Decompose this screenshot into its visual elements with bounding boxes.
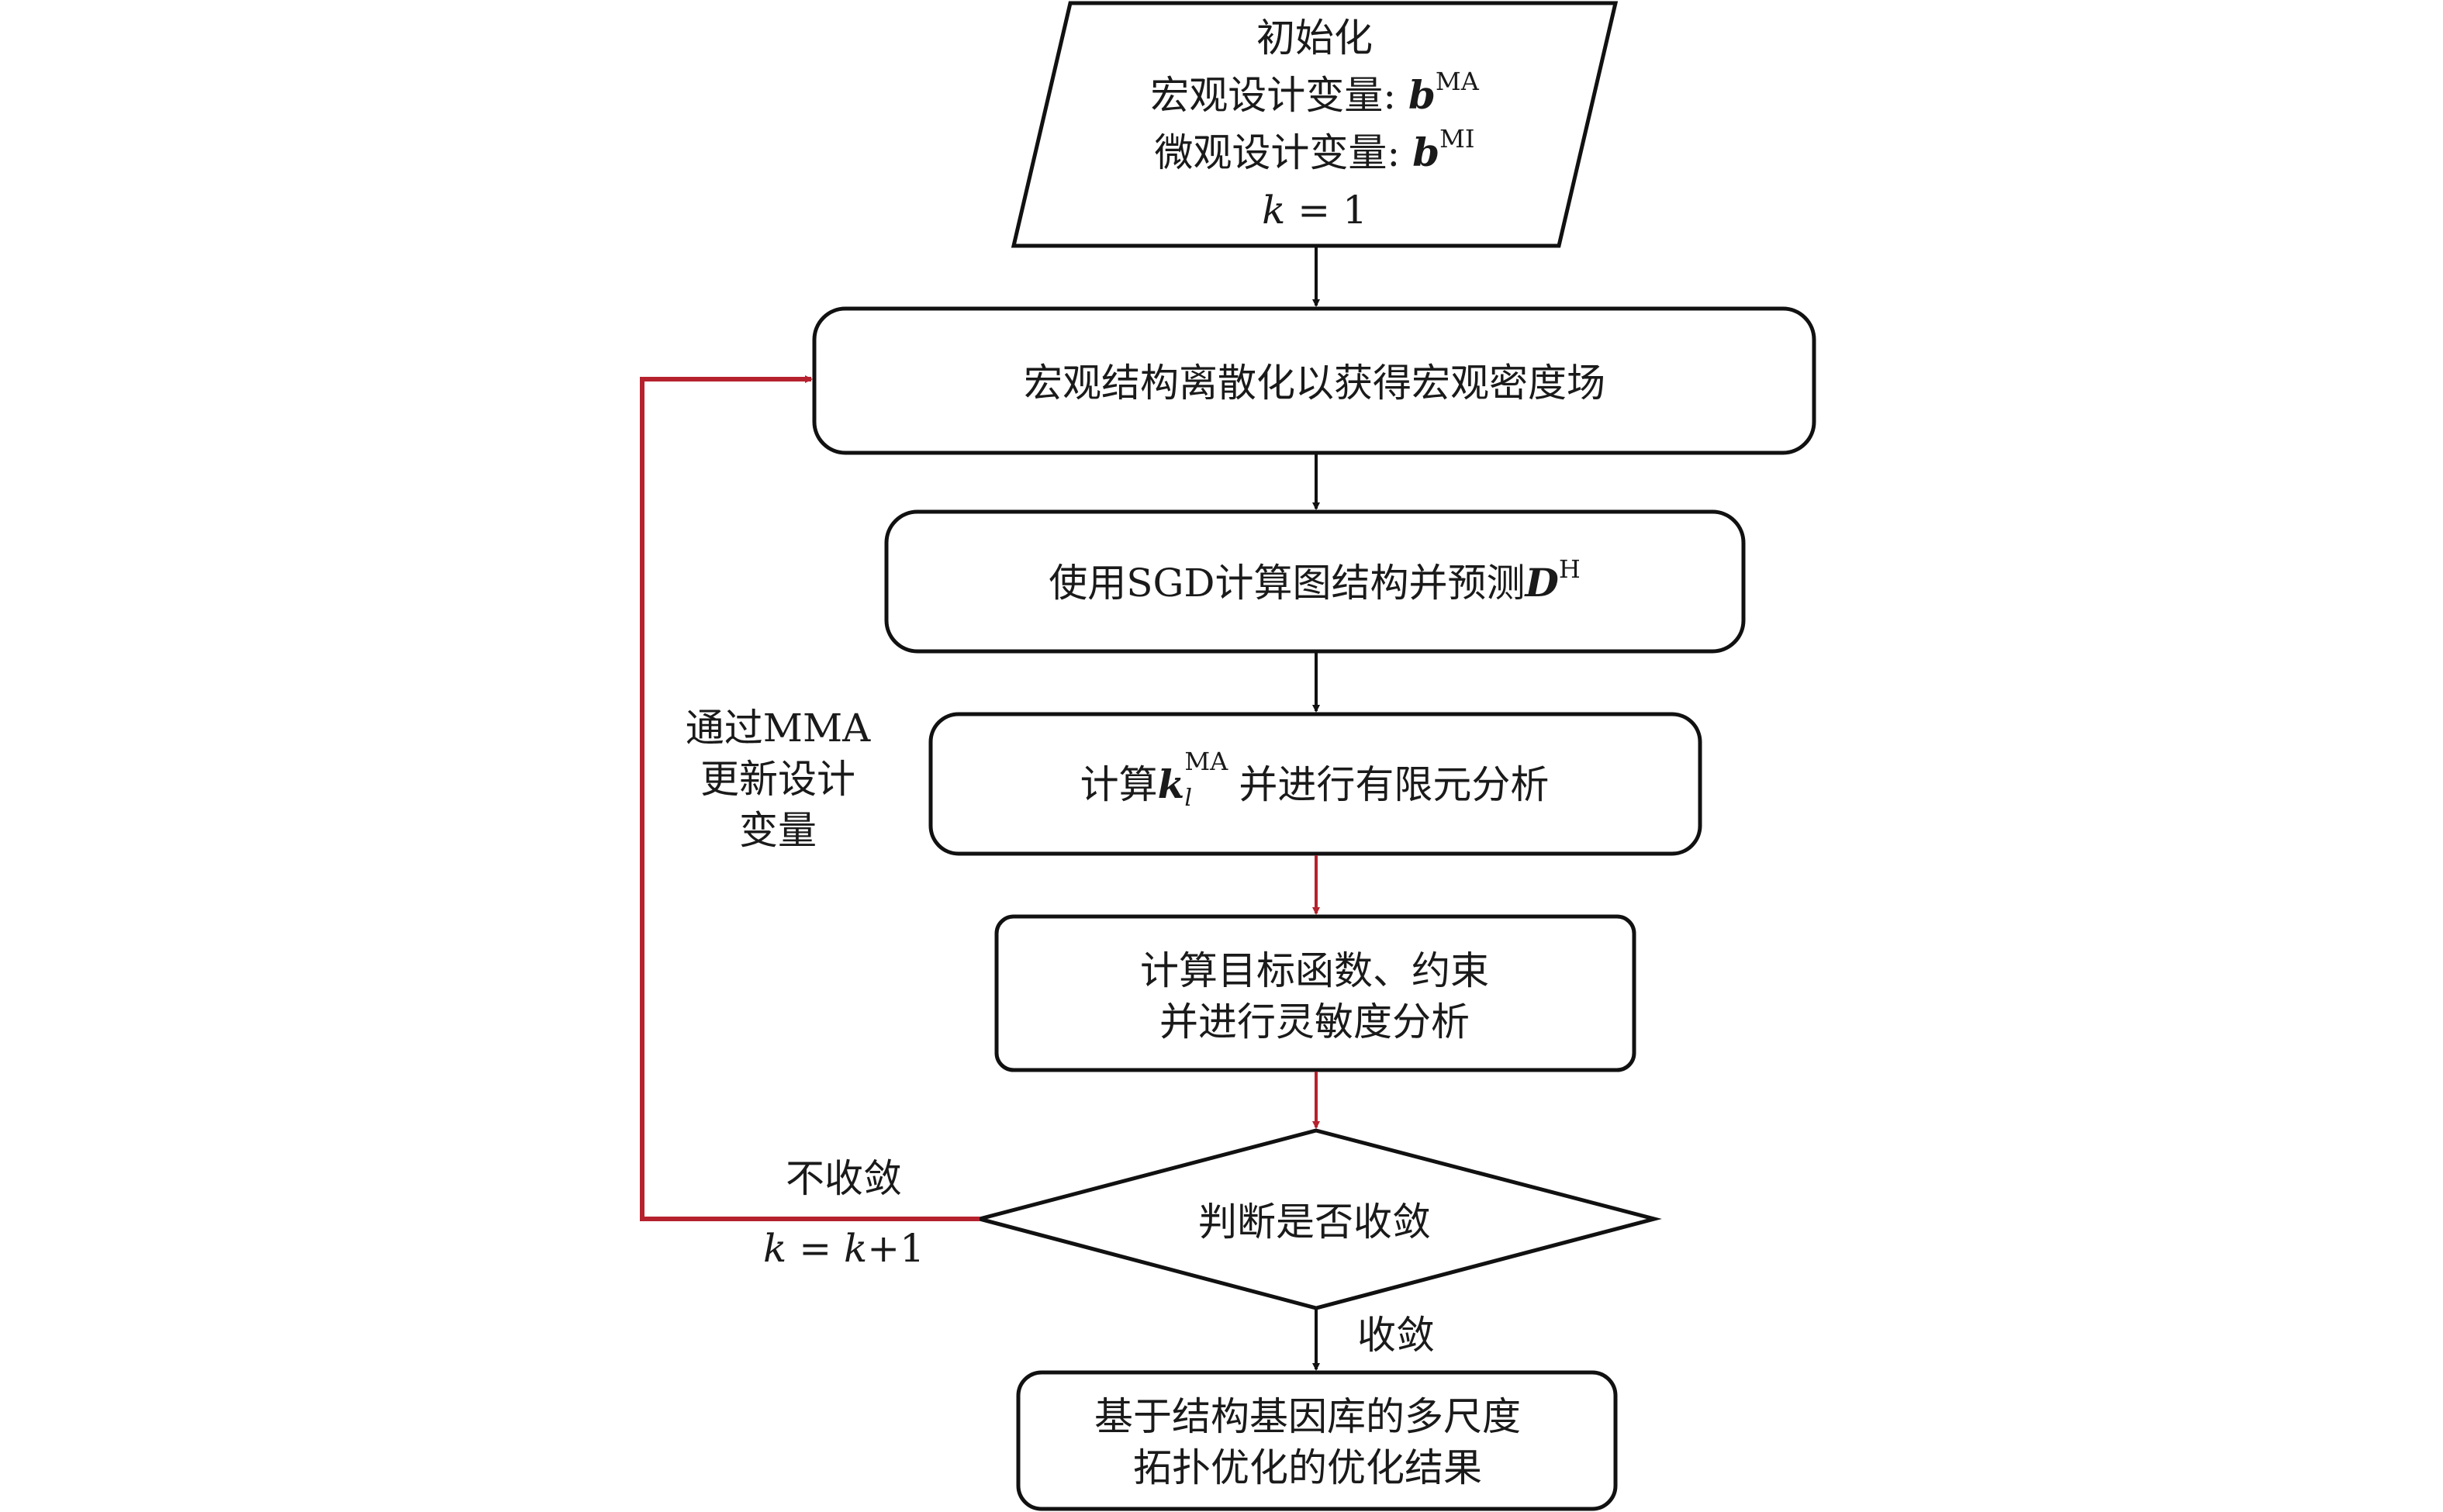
fea-box [928,712,1702,856]
increment-k-var2: k [843,1226,868,1271]
sgd-sup: H [1558,554,1581,584]
result-box [1016,1370,1618,1511]
converged-label: 收敛 [1357,1313,1435,1358]
init-label: 初始化 宏观设计变量: bMA 微观设计变量: bMI k = 1 [1150,9,1479,239]
init-micro-label: 微观设计变量: [1154,130,1413,175]
not-converged-label: 不收敛 [786,1156,902,1201]
update-line1: 通过MMA [685,706,871,751]
sgd-box [884,509,1746,654]
init-title: 初始化 [1256,16,1373,60]
sensitivity-line2: 并进行灵敏度分析 [1159,999,1470,1044]
sgd-label: 使用SGD计算图结构并预测DH [1049,557,1581,609]
increment-equals: = [786,1226,844,1271]
discretize-box [812,306,1816,455]
fea-post: 并进行有限元分析 [1239,762,1550,807]
init-macro-sup: MA [1435,67,1479,96]
fea-sub: l [1184,785,1192,812]
init-k-value: = 1 [1285,188,1367,233]
update-label: 通过MMA 更新设计 变量 [686,702,871,856]
init-micro-line: 微观设计变量: bMI [1150,124,1479,181]
fea-pre: 计算 [1080,762,1158,807]
result-line1: 基于结构基因库的多尺度 [1094,1394,1521,1439]
sgd-var: D [1525,560,1559,606]
decision-diamond [972,1128,1662,1310]
init-micro-sup: MI [1439,124,1475,154]
init-parallelogram [1011,1,1619,248]
increment-k-label: k = k+1 [763,1223,924,1274]
sensitivity-box [994,914,1636,1072]
sgd-text: 使用SGD计算图结构并预测 [1049,561,1526,606]
sensitivity-line1: 计算目标函数、约束 [1140,948,1489,993]
result-line2: 拓扑优化的优化结果 [1133,1445,1482,1490]
fea-scripts: MA l [1184,747,1239,812]
discretize-label: 宏观结构离散化以获得宏观密度场 [1024,361,1605,406]
update-line2: 更新设计 [700,757,855,802]
init-k-var: k [1262,188,1286,233]
init-k-line: k = 1 [1150,181,1479,239]
init-micro-var: b [1412,129,1440,175]
sensitivity-label: 计算目标函数、约束 并进行灵敏度分析 [1140,945,1489,1048]
fea-sup: MA [1184,747,1228,776]
update-line3: 变量 [738,808,817,853]
fea-var: k [1157,761,1185,807]
increment-plus-one: +1 [867,1226,925,1271]
init-macro-var: b [1408,72,1436,118]
result-label: 基于结构基因库的多尺度 拓扑优化的优化结果 [1094,1391,1521,1493]
decision-label: 判断是否收敛 [1198,1200,1431,1244]
init-macro-label: 宏观设计变量: [1150,73,1408,118]
edge-loop-back [640,375,980,1221]
init-macro-line: 宏观设计变量: bMA [1150,67,1479,124]
increment-k-var: k [762,1226,787,1271]
